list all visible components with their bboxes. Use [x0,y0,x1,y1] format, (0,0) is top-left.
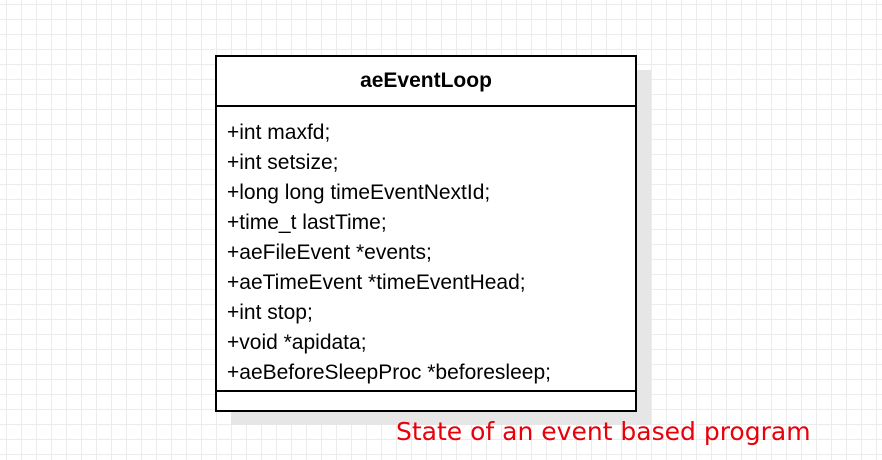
methods-section [217,392,635,408]
attribute-events: +aeFileEvent *events; [227,241,432,264]
attribute-last-time: +time_t lastTime; [227,211,387,234]
class-name: aeEventLoop [217,57,635,107]
attribute-apidata: +void *apidata; [227,331,367,354]
attribute-setsize: +int setsize; [227,151,339,174]
attributes-section: +int maxfd; +int setsize; +long long tim… [217,107,635,392]
attribute-beforesleep: +aeBeforeSleepProc *beforesleep; [227,361,551,384]
attribute-time-event-next-id: +long long timeEventNextId; [227,181,491,204]
uml-class-box[interactable]: aeEventLoop +int maxfd; +int setsize; +l… [215,55,637,412]
attribute-stop: +int stop; [227,301,313,324]
diagram-caption: State of an event based program [396,417,811,446]
attribute-time-event-head: +aeTimeEvent *timeEventHead; [227,271,526,294]
attribute-maxfd: +int maxfd; [227,121,331,144]
